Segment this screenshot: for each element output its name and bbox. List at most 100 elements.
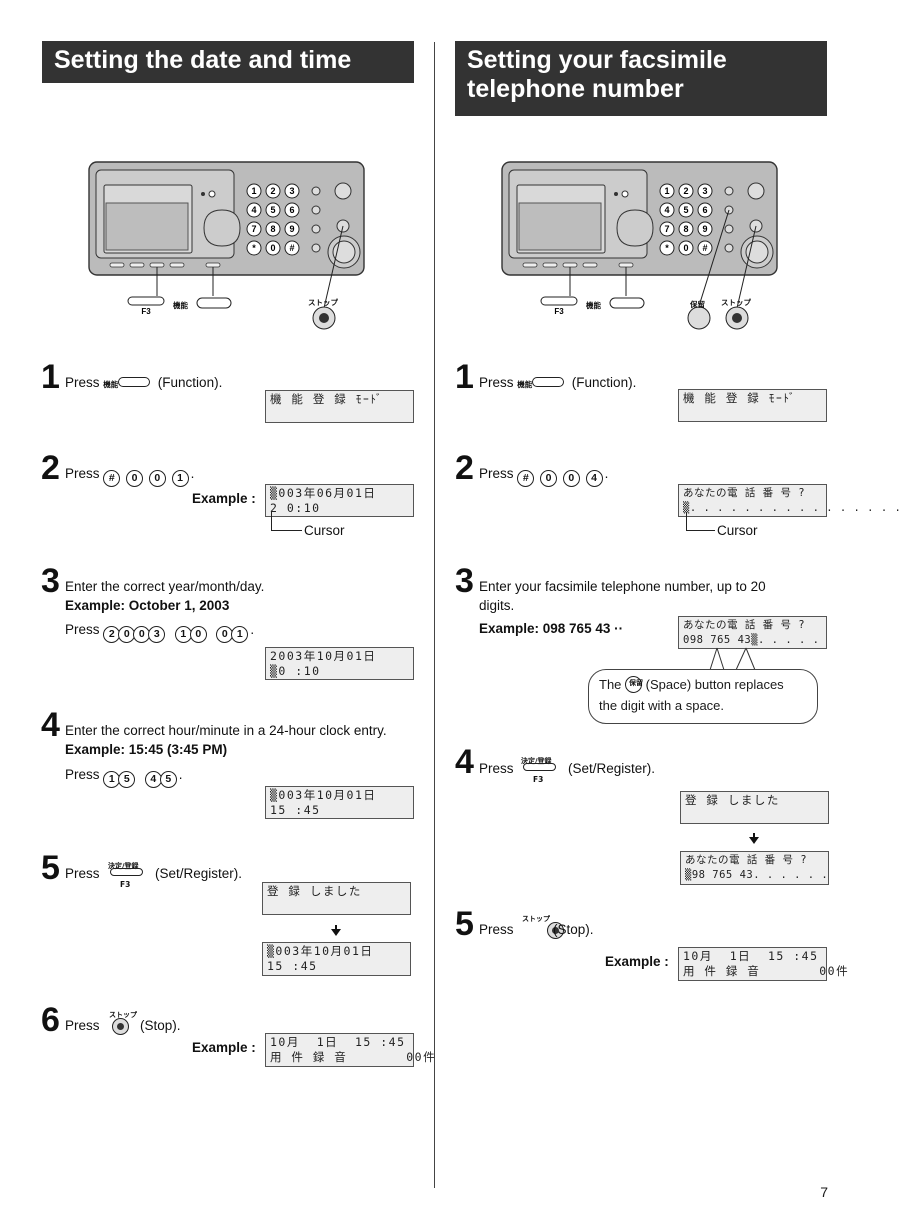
right-down-arrow-icon <box>753 833 755 838</box>
svg-text:6: 6 <box>702 205 707 215</box>
hold-button-icon <box>625 676 643 693</box>
left-cursor-label: Cursor <box>304 523 345 538</box>
svg-text:7: 7 <box>664 224 669 234</box>
left-step-6-number: 6 <box>41 1001 60 1039</box>
left-step-5-instruction: Press <box>65 866 100 881</box>
stop-button-icon <box>112 1018 129 1035</box>
svg-text:1: 1 <box>664 186 669 196</box>
zero-key-icon: 0 <box>562 470 580 487</box>
svg-text:5: 5 <box>270 205 275 215</box>
svg-text:#: # <box>289 243 294 253</box>
zero-key-icon: 0 <box>540 470 558 487</box>
svg-text:*: * <box>252 243 256 253</box>
left-step-6-example-label: Example : <box>192 1040 256 1055</box>
right-step-5-display: 10月 1日 15 :45 用 件 録 音 00件 <box>678 947 848 981</box>
function-button-icon <box>532 377 565 387</box>
svg-text:2: 2 <box>683 186 688 196</box>
digit-key-icon: 0 <box>133 626 151 643</box>
function-button-label: 機能 <box>517 380 533 389</box>
left-step-2-example-label: Example : <box>192 491 256 506</box>
right-cursor-label: Cursor <box>717 523 758 538</box>
right-step-1-display: 機 能 登 録 ﾓｰﾄﾞ <box>678 389 827 422</box>
svg-text:F3: F3 <box>554 307 564 316</box>
digit-key-icon: 5 <box>118 771 136 788</box>
svg-text:0: 0 <box>683 243 688 253</box>
right-hold-label: 保留 <box>690 300 705 309</box>
right-step-4-number: 4 <box>455 743 474 781</box>
svg-text:9: 9 <box>289 224 294 234</box>
right-step-4-instruction: Press <box>479 761 514 776</box>
svg-text:0: 0 <box>270 243 275 253</box>
left-step-1-display: 機 能 登 録 ﾓｰﾄﾞ <box>265 390 414 423</box>
digit-key-icon: 0 <box>216 626 234 643</box>
svg-text:#: # <box>702 243 707 253</box>
right-step-3-text-line1: Enter your facsimile telephone number, u… <box>479 579 766 594</box>
right-step-4-display-b: あなたの電 話 番 号 ? ▒98 765 43. . . . . . <box>680 851 829 885</box>
left-step-1-instruction: Press 機能 (Function). <box>65 375 223 390</box>
right-step-2-display: あなたの電 話 番 号 ? ▒. . . . . . . . . . . . .… <box>678 484 901 517</box>
hash-key-icon: # <box>103 470 121 487</box>
left-step-2-instruction: Press # 0 0 1. <box>65 465 194 487</box>
right-step-5-instruction: Press <box>479 922 514 937</box>
right-step-5-number: 5 <box>455 905 474 943</box>
svg-text:3: 3 <box>702 186 707 196</box>
svg-text:8: 8 <box>270 224 275 234</box>
svg-text:4: 4 <box>251 205 256 215</box>
right-step-1-instruction: Press 機能 (Function). <box>479 375 637 390</box>
svg-text:1: 1 <box>251 186 256 196</box>
left-step-5-post: (Set/Register). <box>155 866 243 881</box>
left-stop-button-label: ストップ <box>109 1011 137 1019</box>
svg-text:9: 9 <box>702 224 707 234</box>
svg-text:3: 3 <box>289 186 294 196</box>
right-step-3-display: あなたの電 話 番 号 ? 098 765 43▒. . . . . <box>678 616 827 649</box>
right-step-4-post: (Set/Register). <box>568 761 656 776</box>
svg-text:*: * <box>665 243 669 253</box>
space-button-callout: The (Space) button replaces the digit wi… <box>588 669 818 724</box>
function-button-label: 機能 <box>103 380 119 389</box>
left-section-title: Setting the date and time <box>42 41 414 83</box>
function-button-icon <box>118 377 151 387</box>
zero-key-icon: 0 <box>126 470 144 487</box>
right-step-3-text-line2: digits. <box>479 598 515 613</box>
right-step-5-example-label: Example : <box>605 954 669 969</box>
left-down-arrow-head-icon <box>331 929 341 936</box>
left-step-3-number: 3 <box>41 562 60 600</box>
digit-key-icon: 1 <box>231 626 249 643</box>
right-stop-label: ストップ <box>721 298 751 307</box>
left-function-label: 機能 <box>173 301 188 310</box>
set-register-button-icon <box>110 868 143 876</box>
set-register-button-label: 決定/登録 <box>521 757 552 765</box>
left-step-2-display: ▒003年06月01日 2 0:10 <box>265 484 414 517</box>
digit-key-icon: 4 <box>144 771 162 788</box>
right-device-panel-illustration: 1 2 3 4 5 6 7 8 9 * 0 # F3 <box>501 161 778 330</box>
f3-label: F3 <box>533 775 544 784</box>
left-step-4-text: Enter the correct hour/minute in a 24-ho… <box>65 723 387 738</box>
four-key-icon: 4 <box>585 470 603 487</box>
svg-text:5: 5 <box>683 205 688 215</box>
digit-key-icon: 0 <box>189 626 207 643</box>
column-divider <box>434 42 435 1188</box>
hash-key-icon: # <box>517 470 535 487</box>
left-down-arrow-icon <box>335 925 337 930</box>
digit-key-icon: 3 <box>148 626 166 643</box>
left-step-5-display-b: ▒003年10月01日 15 :45 <box>262 942 411 976</box>
left-step-4-display: ▒003年10月01日 15 :45 <box>265 786 414 819</box>
left-step-2-number: 2 <box>41 449 60 487</box>
right-step-2-number: 2 <box>455 449 474 487</box>
left-step-3-display: 2003年10月01日 ▒0 :10 <box>265 647 414 680</box>
stop-button-icon <box>547 922 565 939</box>
left-step-6-post: (Stop). <box>140 1018 181 1033</box>
left-step-1-number: 1 <box>41 358 60 396</box>
right-stop-button-label: ストップ <box>522 915 550 923</box>
right-step-3-example: Example: 098 765 43 ·· <box>479 621 624 636</box>
svg-text:7: 7 <box>251 224 256 234</box>
svg-text:2: 2 <box>270 186 275 196</box>
bubble-hold-label: 保留 <box>629 679 643 687</box>
svg-text:F3: F3 <box>141 307 151 316</box>
right-step-2-instruction: Press # 0 0 4. <box>479 465 608 487</box>
left-step-3-text: Enter the correct year/month/day. <box>65 579 265 594</box>
right-step-4-display-a: 登 録 しました <box>680 791 829 824</box>
